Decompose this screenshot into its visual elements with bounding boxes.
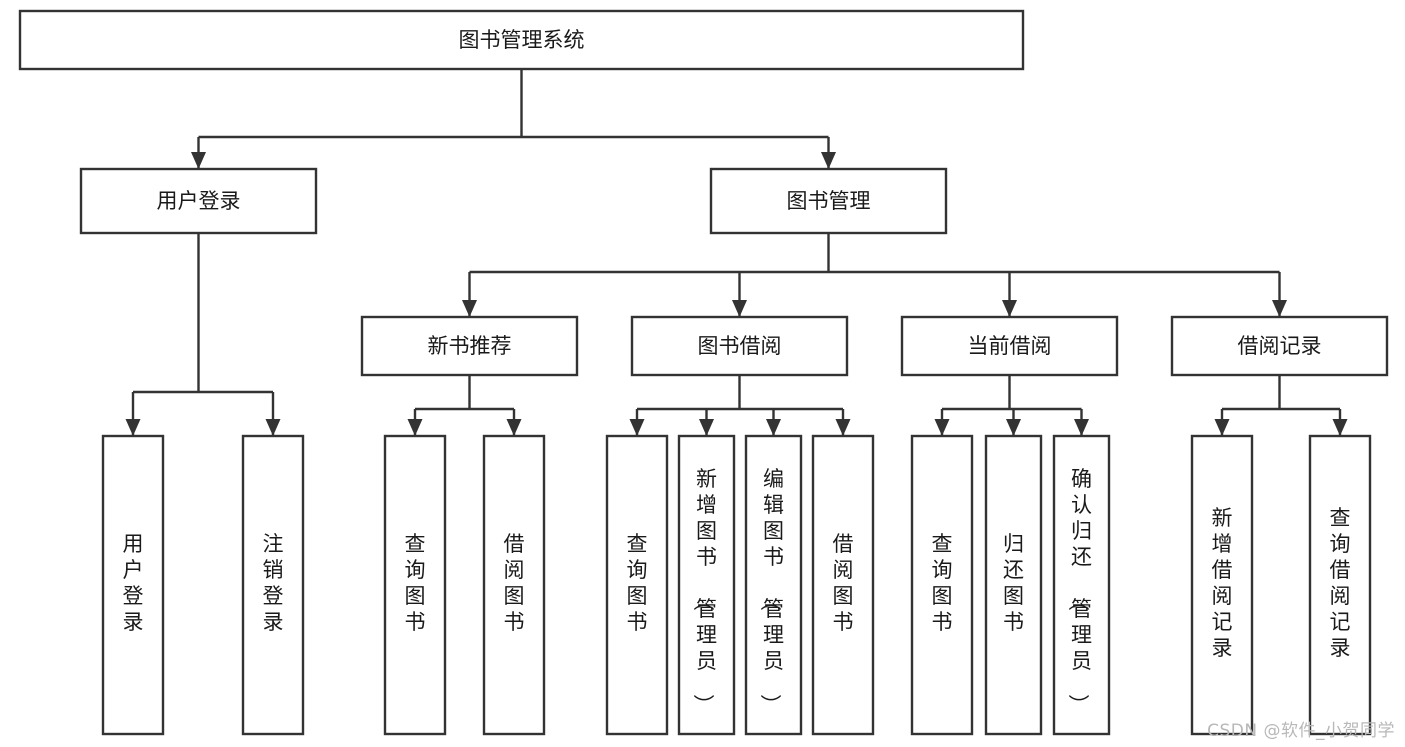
connector-group [191,69,836,169]
arrow-head-icon [506,419,522,436]
node-label: 查询图书 [405,532,426,634]
node-l4-查询图书[interactable]: 查询图书 [605,434,669,736]
node-label: 新书推荐 [428,334,512,358]
node-label: 图书管理系统 [459,28,585,52]
node-label: 当前借阅 [968,334,1052,358]
arrow-head-icon [265,419,281,436]
node-label: 查询图书 [627,532,648,634]
node-box[interactable] [900,315,1119,377]
node-box[interactable] [1170,315,1389,377]
node-layer: 图书管理系统用户登录图书管理新书推荐图书借阅当前借阅借阅记录用户登录注销登录查询… [18,9,1389,736]
node-l3-新书推荐[interactable]: 新书推荐 [360,315,579,377]
node-l4-新增图书管理员[interactable]: 新增图书（管理员） [677,434,736,736]
arrow-head-icon [1002,300,1017,317]
node-l4-用户登录[interactable]: 用户登录 [101,434,165,736]
node-l4-编辑图书管理员[interactable]: 编辑图书（管理员） [744,434,803,736]
node-box[interactable] [605,434,669,736]
node-l3-当前借阅[interactable]: 当前借阅 [900,315,1119,377]
arrow-head-icon [629,419,645,436]
node-l3-图书借阅[interactable]: 图书借阅 [630,315,849,377]
arrow-head-icon [1332,419,1348,436]
node-box[interactable] [101,434,165,736]
connector-group [1214,375,1348,436]
node-label: 图书管理 [787,189,871,213]
connector-group [934,375,1089,436]
node-box[interactable] [709,167,948,235]
node-label: 图书借阅 [698,334,782,358]
node-box[interactable] [241,434,305,736]
node-l4-查询图书[interactable]: 查询图书 [910,434,974,736]
arrow-head-icon [766,419,781,436]
arrow-head-icon [407,419,423,436]
node-box[interactable] [383,434,447,736]
arrow-head-icon [1214,419,1230,436]
node-box[interactable] [984,434,1043,736]
node-l4-查询图书[interactable]: 查询图书 [383,434,447,736]
node-box[interactable] [482,434,546,736]
node-box[interactable] [360,315,579,377]
node-box[interactable] [79,167,318,235]
arrow-head-icon [934,419,950,436]
node-l4-归还图书[interactable]: 归还图书 [984,434,1043,736]
arrow-head-icon [1272,300,1287,317]
arrow-head-icon [821,152,836,169]
node-label: 用户登录 [157,189,241,213]
arrow-head-icon [462,300,477,317]
node-box[interactable] [18,9,1025,71]
node-box[interactable] [1308,434,1372,736]
node-label: 注销登录 [263,532,284,634]
node-box[interactable] [677,434,736,736]
node-label: 新增图书（管理员） [691,467,717,715]
node-label: 借阅图书 [833,532,854,634]
node-box[interactable] [744,434,803,736]
node-box[interactable] [1190,434,1254,736]
node-label: 编辑图书（管理员） [758,467,784,715]
node-box[interactable] [630,315,849,377]
arrow-head-icon [732,300,747,317]
node-label: 查询图书 [932,532,953,634]
node-box[interactable] [811,434,875,736]
node-l4-查询借阅记录[interactable]: 查询借阅记录 [1308,434,1372,736]
connector-group [407,375,522,436]
arrow-head-icon [1074,419,1089,436]
arrow-head-icon [835,419,851,436]
node-l4-注销登录[interactable]: 注销登录 [241,434,305,736]
connector-group [462,233,1287,317]
connector-group [125,233,281,436]
node-l4-确认归还管理员[interactable]: 确认归还（管理员） [1052,434,1111,736]
arrow-head-icon [191,152,206,169]
node-label: 用户登录 [123,532,144,634]
node-label: 确认归还（管理员） [1066,467,1092,715]
arrow-head-icon [699,419,714,436]
watermark-label: CSDN @软件_小贺同学 [1207,721,1395,741]
node-box[interactable] [1052,434,1111,736]
arrow-head-icon [125,419,141,436]
node-l4-借阅图书[interactable]: 借阅图书 [482,434,546,736]
node-l2-图书管理[interactable]: 图书管理 [709,167,948,235]
node-l4-借阅图书[interactable]: 借阅图书 [811,434,875,736]
node-l2-用户登录[interactable]: 用户登录 [79,167,318,235]
node-label: 查询借阅记录 [1330,506,1351,660]
node-label: 归还图书 [1003,532,1024,634]
node-l3-借阅记录[interactable]: 借阅记录 [1170,315,1389,377]
node-label: 新增借阅记录 [1212,506,1233,660]
node-root-图书管理系统[interactable]: 图书管理系统 [18,9,1025,71]
node-l4-新增借阅记录[interactable]: 新增借阅记录 [1190,434,1254,736]
node-label: 借阅记录 [1238,334,1322,358]
arrow-head-icon [1006,419,1021,436]
node-label: 借阅图书 [504,532,525,634]
connector-group [629,375,851,436]
node-box[interactable] [910,434,974,736]
connector-layer [125,69,1348,436]
